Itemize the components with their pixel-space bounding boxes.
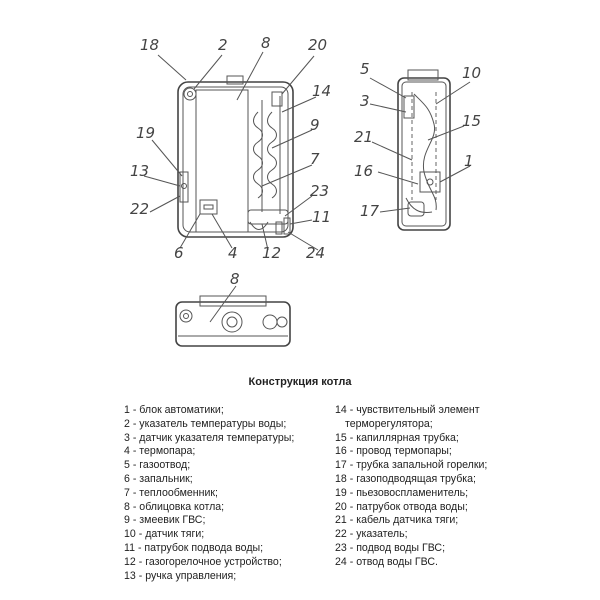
legend-item: 8 - облицовка котла; (124, 500, 225, 513)
pilot-window (199, 199, 218, 215)
callout-23: 23 (310, 182, 329, 200)
legend-item: 17 - трубка запальной горелки; (335, 459, 488, 472)
legend-item: 5 - газоотвод; (124, 459, 191, 472)
burner (247, 209, 289, 225)
legend-item: 23 - подвод воды ГВС; (335, 541, 446, 554)
top-pipe (226, 75, 244, 85)
legend-item: 24 - отвод воды ГВС. (335, 555, 438, 568)
legend-item: 14 - чувствительный элемент (335, 404, 480, 416)
side-callout-16: 16 (354, 162, 373, 180)
legend-item: 6 - запальник; (124, 472, 193, 485)
callout-20: 20 (308, 36, 327, 54)
callout-22: 22 (130, 200, 149, 218)
callout-8: 8 (261, 34, 271, 52)
callout-7: 7 (310, 150, 320, 168)
callout-14: 14 (312, 82, 331, 100)
legend-item: 15 - капиллярная трубка; (335, 431, 459, 444)
legend-item: 4 - термопара; (124, 445, 196, 458)
legend-item: 1 - блок автоматики; (124, 404, 224, 416)
legend-item: 21 - кабель датчика тяги; (335, 514, 459, 527)
legend-right: 14 - чувствительный элемент терморегулят… (335, 404, 565, 570)
side-callout-1: 1 (464, 152, 474, 170)
callout-2: 2 (218, 36, 228, 54)
legend-item: 10 - датчик тяги; (124, 528, 205, 541)
bottom-casing (175, 301, 291, 347)
callout-4: 4 (228, 244, 238, 262)
legend-item: 11 - патрубок подвода воды; (124, 541, 264, 554)
legend-item: 19 - пьезовоспламенитель; (335, 486, 469, 499)
side-callout-3: 3 (360, 92, 370, 110)
legend-item: 12 - газогорелочное устройство; (124, 555, 282, 568)
legend-item: 13 - ручка управления; (124, 569, 237, 582)
callout-12: 12 (262, 244, 281, 262)
diagram-caption: Конструкция котла (248, 376, 352, 388)
legend-item: 16 - провод термопары; (335, 445, 452, 458)
callout-19: 19 (136, 124, 155, 142)
legend-item: 20 - патрубок отвода воды; (335, 500, 468, 513)
boiler-drawing: 18 2 8 20 14 9 19 13 22 7 23 11 6 4 12 2… (130, 34, 481, 347)
control-knob-block (179, 171, 189, 203)
temperature-gauge (183, 87, 197, 101)
side-flue (407, 69, 439, 81)
legend-item: 3 - датчик указателя температуры; (124, 431, 295, 444)
callout-24: 24 (306, 244, 325, 262)
front-view: 18 2 8 20 14 9 19 13 22 7 23 11 6 4 12 2… (130, 34, 331, 262)
side-callout-10: 10 (462, 64, 481, 82)
side-view: 5 10 3 15 21 16 1 17 (354, 60, 481, 231)
callout-13: 13 (130, 162, 149, 180)
legend-left: 1 - блок автоматики; 2 - указатель темпе… (124, 404, 334, 583)
legend-item: 7 - теплообменник; (124, 486, 218, 499)
callout-6: 6 (174, 244, 184, 262)
callout-9: 9 (310, 116, 320, 134)
side-callout-21: 21 (354, 128, 373, 146)
legend-item: 9 - змеевик ГВС; (124, 514, 206, 527)
bottom-callout-8: 8 (230, 270, 240, 288)
legend-item: 2 - указатель температуры воды; (124, 417, 287, 430)
legend-item-continuation: терморегулятора; (345, 417, 433, 430)
side-callout-17: 17 (360, 202, 380, 220)
bottom-view: 8 (175, 270, 291, 347)
side-callout-5: 5 (360, 60, 370, 78)
callout-18: 18 (140, 36, 159, 54)
side-callout-15: 15 (462, 112, 481, 130)
legend-item: 22 - указатель; (335, 528, 408, 541)
legend-item: 18 - газоподводящая трубка; (335, 472, 476, 485)
coil (253, 91, 283, 214)
front-casing (177, 81, 294, 238)
callout-11: 11 (312, 208, 331, 226)
